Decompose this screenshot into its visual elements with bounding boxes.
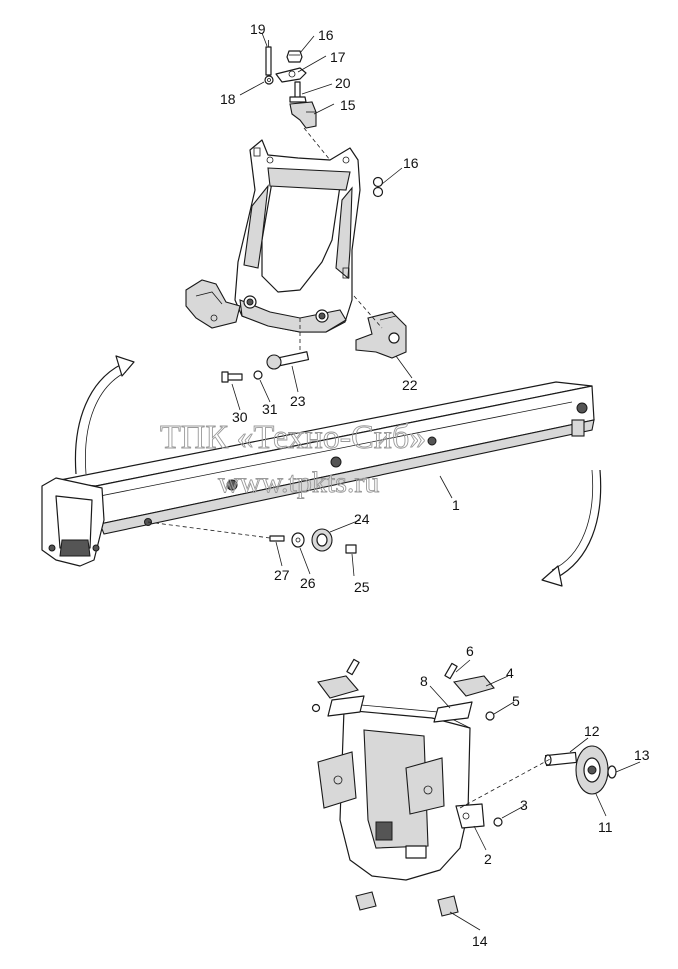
callout-19: 19 [250,21,266,37]
beam-end-frame [41,477,105,567]
pin-12 [544,751,578,767]
callout-16-side: 16 [403,155,419,171]
callout-30: 30 [232,409,248,425]
watermark-url: www.tpkts.ru [218,466,379,499]
callout-14: 14 [472,933,488,949]
nuts-16-side [372,176,384,198]
leader-lines [231,32,641,931]
callout-17: 17 [330,49,346,65]
bracket-15 [289,101,317,129]
callout-20: 20 [335,75,351,91]
roller-24 [311,528,333,552]
callout-25: 25 [354,579,370,595]
frame-assembly [234,139,361,333]
curved-arrow-up-left [74,355,135,475]
watermark-company: ТПК «Техно-Сиб» [160,419,426,456]
washer-18 [264,75,274,85]
callout-11: 11 [598,819,613,835]
boom-beam-1 [49,381,595,535]
bolt-20 [289,81,307,103]
bracket-22 [355,311,407,359]
watermark: ТПК «Техно-Сиб» www.tpkts.ru [160,419,427,500]
nut-16-top [286,50,303,63]
callout-24: 24 [354,511,370,527]
hinge-2 [455,803,485,829]
curved-arrow-down-right [541,469,602,587]
assembly-line-15 [303,127,331,161]
callout-2: 2 [484,851,492,867]
callout-4: 4 [506,665,514,681]
foot-14-left [355,891,377,911]
callout-22: 22 [402,377,418,393]
callout-16-top: 16 [318,27,334,43]
pin-27 [269,535,285,542]
foot-14-right [437,895,459,917]
cap-4 [433,675,495,723]
top-left-cap [311,658,365,717]
callout-23: 23 [290,393,306,409]
callout-27: 27 [274,567,290,583]
bolt-5 [485,711,495,721]
bolt-25 [345,544,357,554]
callout-1: 1 [452,497,460,513]
assembly-line-27 [147,521,271,539]
assembly-line-22 [353,295,383,329]
shaft-23 [266,351,310,370]
pin-6 [444,662,458,680]
callout-8: 8 [420,673,428,689]
pin-30 [221,371,243,383]
washer-26 [291,532,305,548]
pin-19 [265,40,272,76]
left-pad [185,279,241,329]
bolt-3 [493,817,503,827]
callout-3: 3 [520,797,528,813]
pulley-11 [575,745,609,795]
callout-26: 26 [300,575,316,591]
callout-5: 5 [512,693,520,709]
assembly-line-12 [459,757,553,809]
ring-13 [607,765,617,779]
washer-31 [253,370,263,380]
housing-assembly [317,703,471,881]
callout-15: 15 [340,97,356,113]
callout-13: 13 [634,747,650,763]
callout-6: 6 [466,643,474,659]
callout-31: 31 [262,401,278,417]
callout-18: 18 [220,91,236,107]
callout-12: 12 [584,723,600,739]
callout-labels: 19 16 17 18 20 15 16 22 23 30 31 1 24 27… [220,21,650,949]
